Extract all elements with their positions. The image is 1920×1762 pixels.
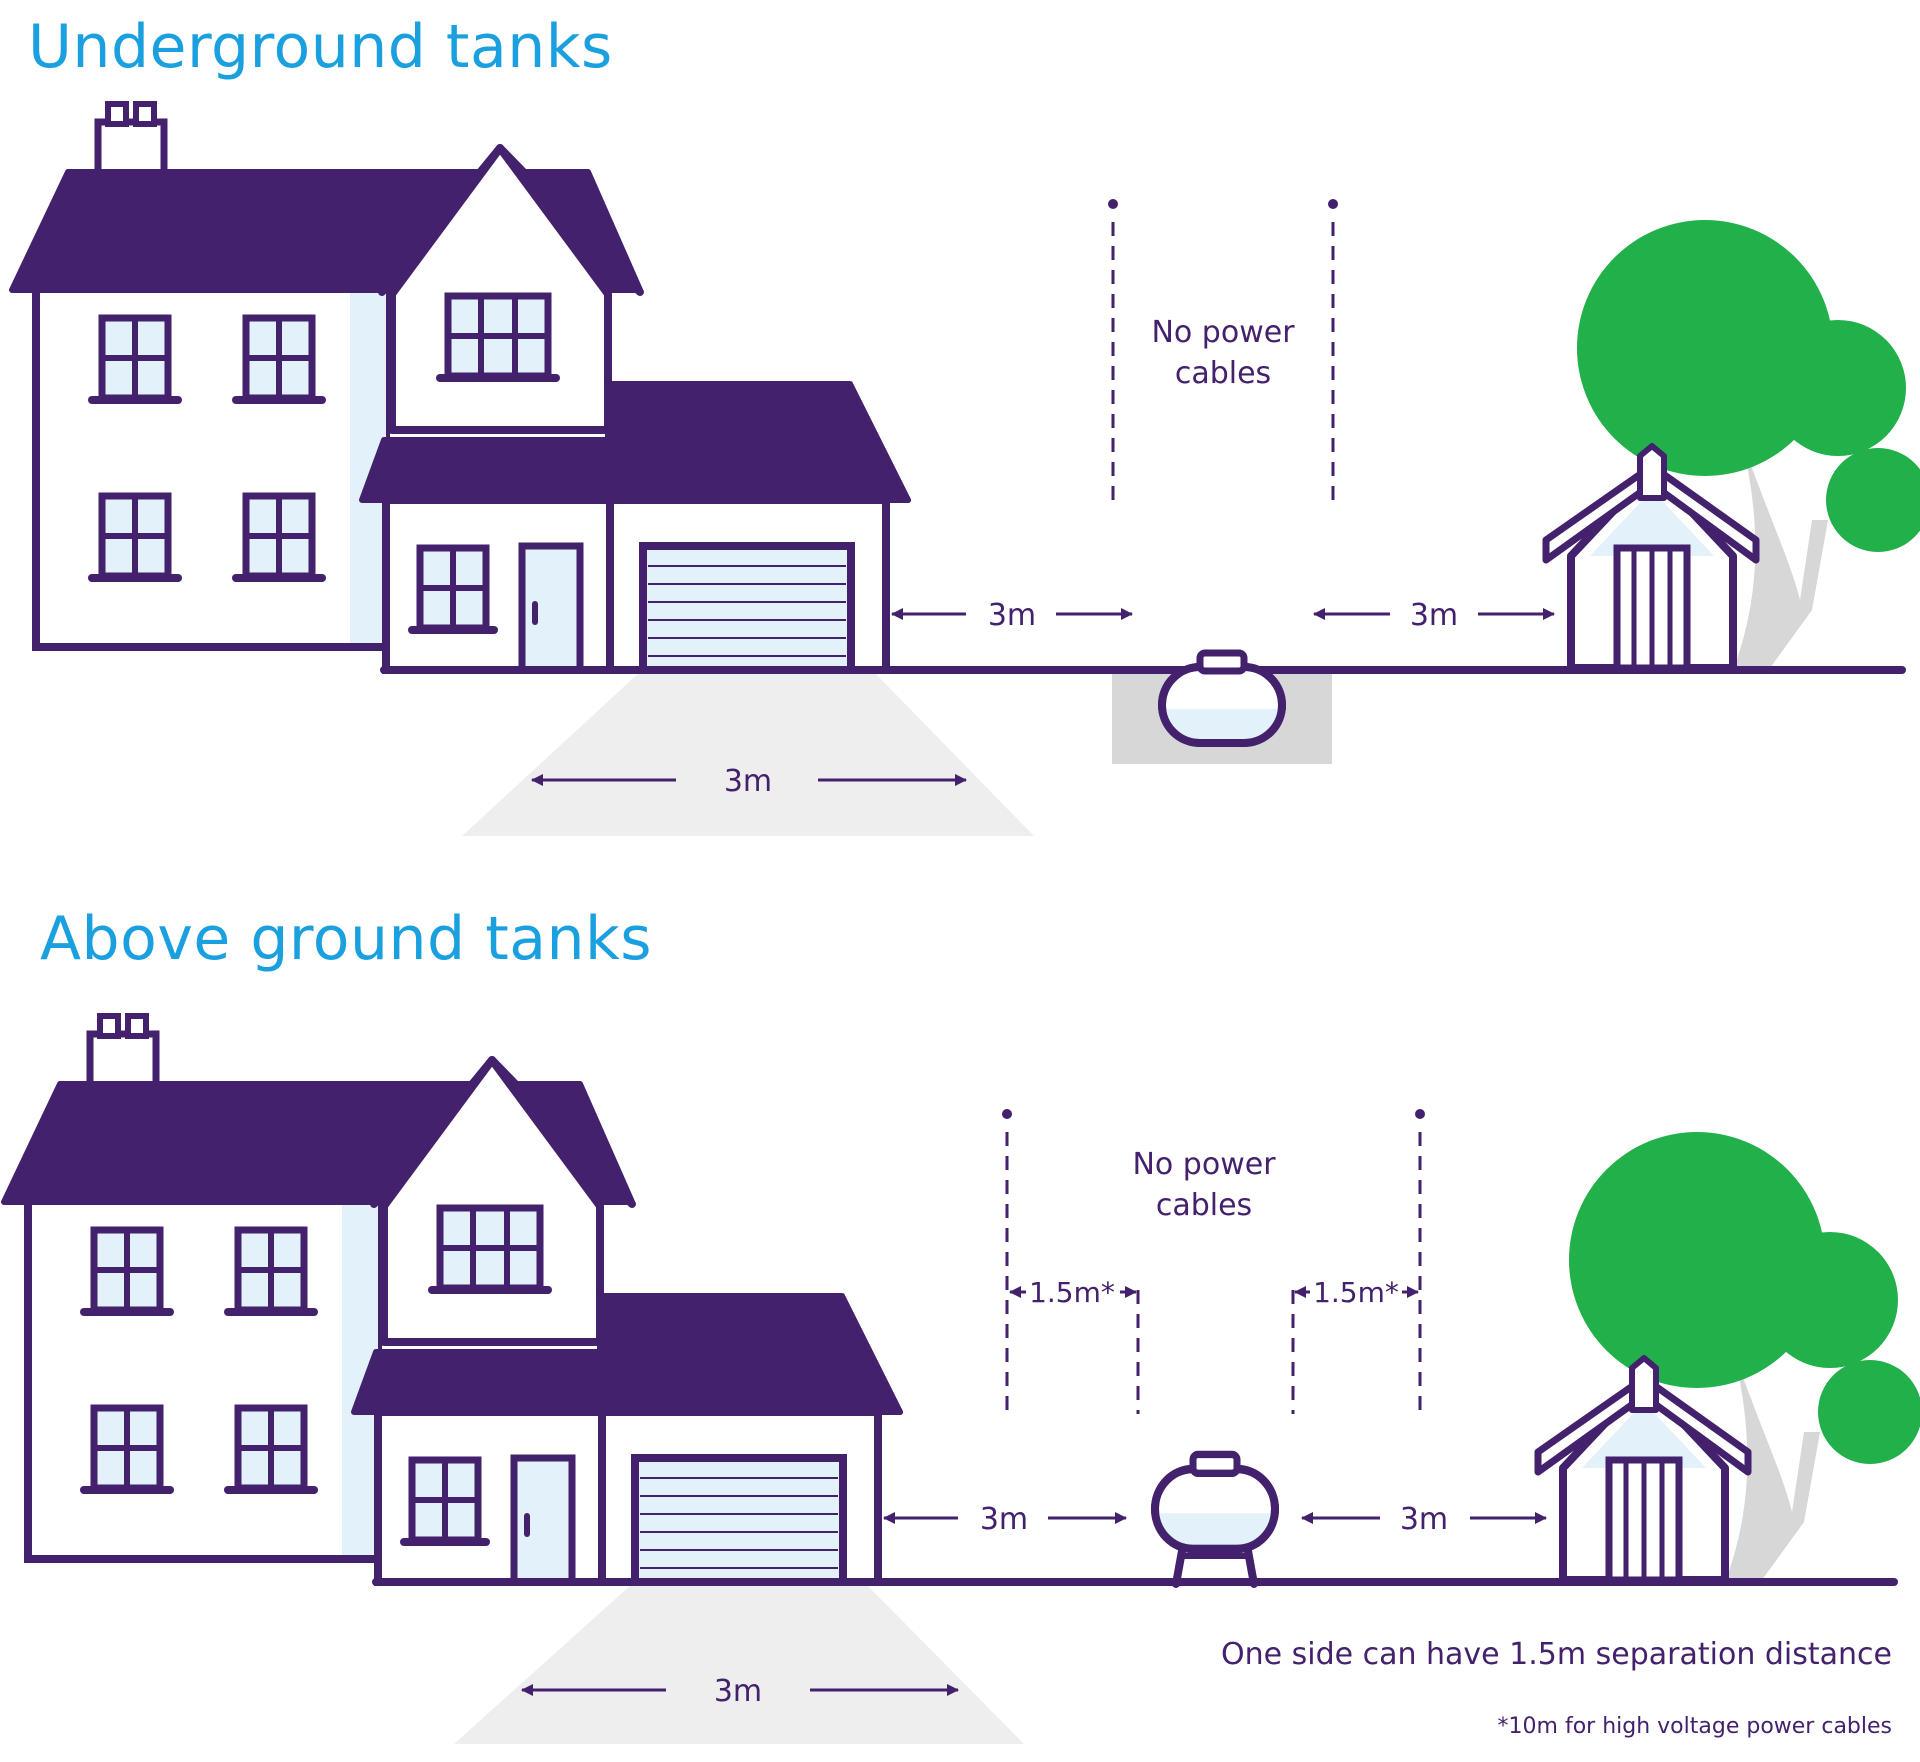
house-icon <box>4 1016 900 1582</box>
distance-tank-shed-label: 3m <box>1410 598 1458 633</box>
above-ground-title: Above ground tanks <box>40 904 653 974</box>
cable-marker-right <box>1415 1109 1425 1119</box>
shed-icon <box>1546 446 1756 668</box>
no-power-label-line2: cables <box>1156 1188 1252 1223</box>
above-ground-tank-icon <box>1155 1454 1275 1588</box>
cable-marker-left <box>1108 199 1118 209</box>
no-power-label-line1: No power <box>1132 1147 1276 1182</box>
shed-icon <box>1538 1358 1748 1580</box>
cable-marker-right <box>1328 199 1338 209</box>
distance-right-cable-label: 1.5m* <box>1313 1276 1399 1309</box>
distance-tank-shed-label: 3m <box>1400 1502 1448 1537</box>
above-ground-section: No power cables 1.5m* 1.5m* 3m 3m 3m <box>4 1016 1920 1744</box>
distance-house-tank-label: 3m <box>980 1502 1028 1537</box>
house-icon <box>12 104 908 670</box>
no-power-label-line2: cables <box>1175 356 1271 391</box>
distance-driveway-label: 3m <box>724 764 772 799</box>
separation-note: One side can have 1.5m separation distan… <box>1220 1637 1892 1672</box>
distance-house-tank-label: 3m <box>988 598 1036 633</box>
underground-title: Underground tanks <box>28 12 613 82</box>
no-power-label-line1: No power <box>1151 315 1295 350</box>
driveway <box>454 1584 1024 1744</box>
underground-section: No power cables 3m 3m 3m <box>12 104 1920 836</box>
cable-marker-left <box>1002 1109 1012 1119</box>
distance-driveway-label: 3m <box>714 1674 762 1709</box>
distance-left-cable-label: 1.5m* <box>1029 1276 1115 1309</box>
high-voltage-footnote: *10m for high voltage power cables <box>1497 1714 1892 1739</box>
driveway <box>462 672 1034 836</box>
